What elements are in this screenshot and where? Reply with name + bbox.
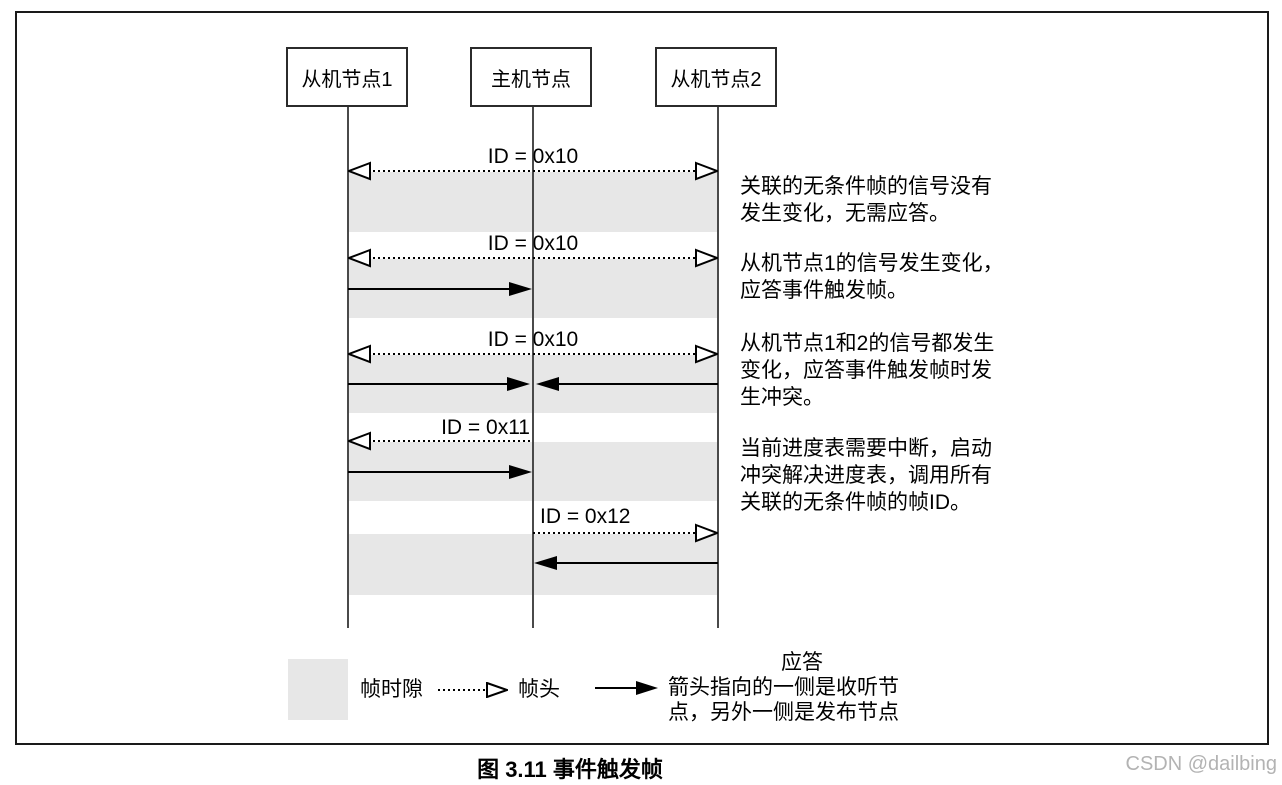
watermark: CSDN @dailbing xyxy=(1125,753,1277,775)
annotation-3: 从机节点1和2的信号都发生 变化，应答事件触发帧时发 生冲突。 xyxy=(740,330,1040,411)
figure-border xyxy=(15,11,1269,745)
node-box-slave1: 从机节点1 xyxy=(286,47,408,107)
annotation-1-line-2: 发生变化，无需应答。 xyxy=(740,202,950,225)
lifeline-slave1 xyxy=(347,107,349,628)
annotation-2-line-1: 从机节点1的信号发生变化， xyxy=(740,252,1004,275)
annotation-3-line-1: 从机节点1和2的信号都发生 xyxy=(740,332,995,355)
legend-response-line-1: 箭头指向的一侧是收听节 xyxy=(668,676,899,699)
legend-frame-header-label: 帧头 xyxy=(518,678,560,701)
header-arrow-right-5 xyxy=(533,523,718,543)
node-box-master: 主机节点 xyxy=(470,47,592,107)
response-arrow-slave1-3 xyxy=(348,465,532,479)
legend-response-title: 应答 xyxy=(781,651,823,674)
lifeline-master xyxy=(532,107,534,628)
annotation-3-line-2: 变化，应答事件触发帧时发 xyxy=(740,359,992,382)
annotation-1-line-1: 关联的无条件帧的信号没有 xyxy=(740,175,992,198)
node-label-master: 主机节点 xyxy=(491,68,571,91)
response-arrow-slave1-1 xyxy=(348,282,532,296)
header-arrow-both-2 xyxy=(348,248,718,268)
annotation-4-line-1: 当前进度表需要中断，启动 xyxy=(740,437,992,460)
annotation-1: 关联的无条件帧的信号没有 发生变化，无需应答。 xyxy=(740,173,1040,227)
annotation-4-line-3: 关联的无条件帧的帧ID。 xyxy=(740,491,971,514)
legend-response-arrow-icon xyxy=(595,681,658,695)
frame-id-label-2: ID = 0x10 xyxy=(487,232,579,255)
node-box-slave2: 从机节点2 xyxy=(655,47,777,107)
frame-id-label-5: ID = 0x12 xyxy=(540,505,631,528)
response-arrow-slave2-3 xyxy=(534,556,718,570)
annotation-4: 当前进度表需要中断，启动 冲突解决进度表，调用所有 关联的无条件帧的帧ID。 xyxy=(740,435,1040,516)
header-arrow-both-1 xyxy=(348,161,718,181)
legend-frame-slot-swatch xyxy=(288,659,348,720)
frame-id-label-4: ID = 0x11 xyxy=(441,416,530,439)
node-label-slave2: 从机节点2 xyxy=(670,68,762,91)
response-arrow-slave1-2 xyxy=(348,377,530,391)
node-label-slave1: 从机节点1 xyxy=(301,68,393,91)
frame-id-label-3: ID = 0x10 xyxy=(487,328,579,351)
lifeline-slave2 xyxy=(717,107,719,628)
legend-response-text: 应答 箭头指向的一侧是收听节 点，另外一侧是发布节点 xyxy=(668,650,936,725)
figure-caption: 图 3.11 事件触发帧 xyxy=(477,757,663,782)
response-arrow-slave2-2 xyxy=(536,377,718,391)
header-arrow-both-3 xyxy=(348,344,718,364)
annotation-2: 从机节点1的信号发生变化， 应答事件触发帧。 xyxy=(740,250,1040,304)
header-arrow-left-4 xyxy=(348,431,533,451)
legend-response-line-2: 点，另外一侧是发布节点 xyxy=(668,701,899,724)
annotation-4-line-2: 冲突解决进度表，调用所有 xyxy=(740,464,992,487)
annotation-3-line-3: 生冲突。 xyxy=(740,386,824,409)
annotation-2-line-2: 应答事件触发帧。 xyxy=(740,279,908,302)
frame-id-label-1: ID = 0x10 xyxy=(487,145,579,168)
legend-frame-slot-label: 帧时隙 xyxy=(360,678,423,701)
legend-header-arrow-icon xyxy=(438,682,508,698)
